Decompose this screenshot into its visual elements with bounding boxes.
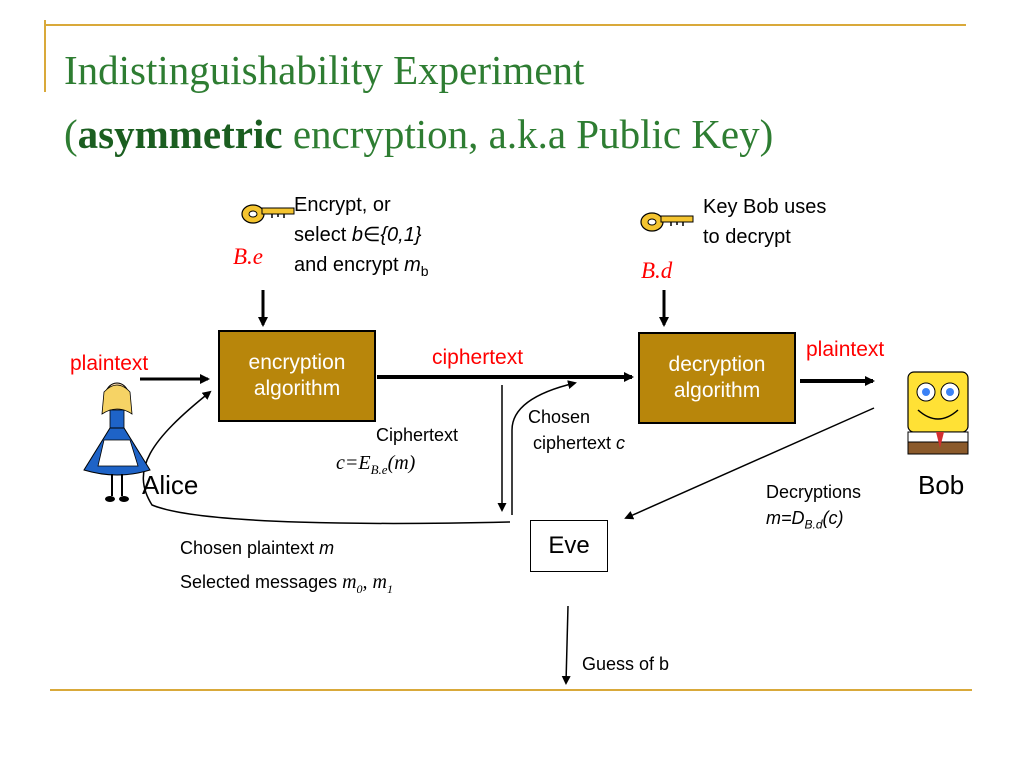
decryptions-subscript: B.d	[804, 517, 823, 532]
var-b: b	[351, 224, 363, 246]
var-m0-sub: 0	[356, 582, 363, 596]
chosen-ciphertext-note: Chosen ciphertext c	[528, 404, 625, 456]
element-of-symbol: ∈	[362, 224, 381, 246]
formula-c: c	[336, 452, 345, 474]
plaintext-right-label: plaintext	[806, 338, 885, 361]
dec-key-label: B.d	[641, 258, 673, 283]
decryptions-arrow	[624, 407, 875, 520]
title-bold-word: asymmetric	[77, 111, 283, 157]
bob-key-note-line1: Key Bob uses	[703, 196, 827, 218]
chosen-ciphertext-arrow	[511, 380, 577, 515]
decryption-algorithm-box: decryption algorithm	[638, 332, 796, 424]
enc-box-line2: algorithm	[253, 377, 341, 400]
enc-key-label: B.e	[233, 244, 264, 269]
encrypt-text: and encrypt	[294, 254, 405, 276]
bob-label: Bob	[918, 470, 965, 500]
decryptions-formula: m=DB.d(c)	[766, 505, 861, 538]
slide-subtitle: (asymmetric encryption, a.k.a Public Key…	[64, 110, 773, 158]
comma: ,	[362, 571, 373, 593]
left-rule	[44, 20, 46, 92]
bob-figure	[907, 371, 969, 455]
selected-messages-text: Selected messages	[180, 572, 343, 592]
chosen-line2: ciphertext c	[528, 430, 625, 456]
encrypt-note-line3: and encrypt mb	[294, 250, 429, 286]
selected-messages-line: Selected messages m0, m1	[180, 565, 393, 606]
var-m1: m	[372, 571, 387, 593]
title-line2-rest: encryption, a.k.a Public Key)	[282, 111, 774, 157]
decryptions-note: Decryptions m=DB.d(c)	[766, 479, 861, 538]
encrypt-note: Encrypt, or select b∈{0,1} and encrypt m…	[294, 190, 429, 286]
chosen-plaintext-line	[142, 390, 511, 525]
encrypt-note-line1: Encrypt, or	[294, 194, 391, 216]
chosen-ciphertext-text: ciphertext	[533, 433, 617, 453]
chosen-var-c: c	[616, 433, 626, 453]
chosen-line1: Chosen	[528, 407, 591, 427]
formula-key-subscript: B.e	[370, 462, 388, 477]
formula-m: (m)	[387, 452, 416, 474]
chosen-plaintext-var: m	[319, 538, 335, 558]
decryptions-arg: (c)	[822, 508, 844, 528]
title-line1: Indistinguishability Experiment	[64, 47, 585, 93]
bottom-rule	[50, 689, 972, 691]
guess-arrow	[561, 605, 571, 685]
chosen-plaintext-note: Chosen plaintext m Selected messages m0,…	[180, 531, 393, 606]
dec-box-line1: decryption	[668, 353, 766, 376]
alice-label: Alice	[142, 470, 199, 500]
chosen-plaintext-line: Chosen plaintext m	[180, 531, 393, 565]
bit-set: {0,1}	[380, 224, 422, 246]
eve-label: Eve	[548, 532, 590, 559]
encrypt-select-text: select	[294, 224, 352, 246]
plaintext-left-label: plaintext	[70, 352, 149, 375]
ciphertext-formula: c=EB.e(m)	[336, 452, 415, 478]
title-paren: (	[64, 111, 78, 157]
top-rule	[44, 24, 966, 26]
alice-figure	[83, 382, 151, 502]
dec-key-icon	[640, 212, 694, 232]
slide-title: Indistinguishability Experiment	[64, 46, 584, 94]
enc-box-line1: encryption	[248, 351, 346, 374]
eve-box: Eve	[530, 520, 608, 572]
bob-key-note: Key Bob uses to decrypt	[703, 192, 826, 252]
guess-label: Guess of b	[582, 654, 670, 674]
ciphertext-label: ciphertext	[432, 346, 524, 369]
var-m: m	[404, 254, 421, 276]
var-m1-sub: 1	[387, 582, 393, 596]
formula-E: =E	[344, 452, 371, 474]
dec-box-line2: algorithm	[673, 379, 761, 402]
bob-key-note-line2: to decrypt	[703, 226, 791, 248]
encrypt-note-line2: select b∈{0,1}	[294, 220, 429, 250]
eve-ciphertext-label: Ciphertext	[376, 425, 459, 445]
decryptions-md: m=D	[766, 508, 805, 528]
encryption-algorithm-box: encryption algorithm	[218, 330, 376, 422]
var-m0: m	[342, 571, 357, 593]
decryptions-label: Decryptions	[766, 482, 862, 502]
var-m-subscript: b	[420, 263, 429, 279]
chosen-plaintext-text: Chosen plaintext	[180, 538, 320, 558]
enc-key-icon	[241, 204, 295, 224]
